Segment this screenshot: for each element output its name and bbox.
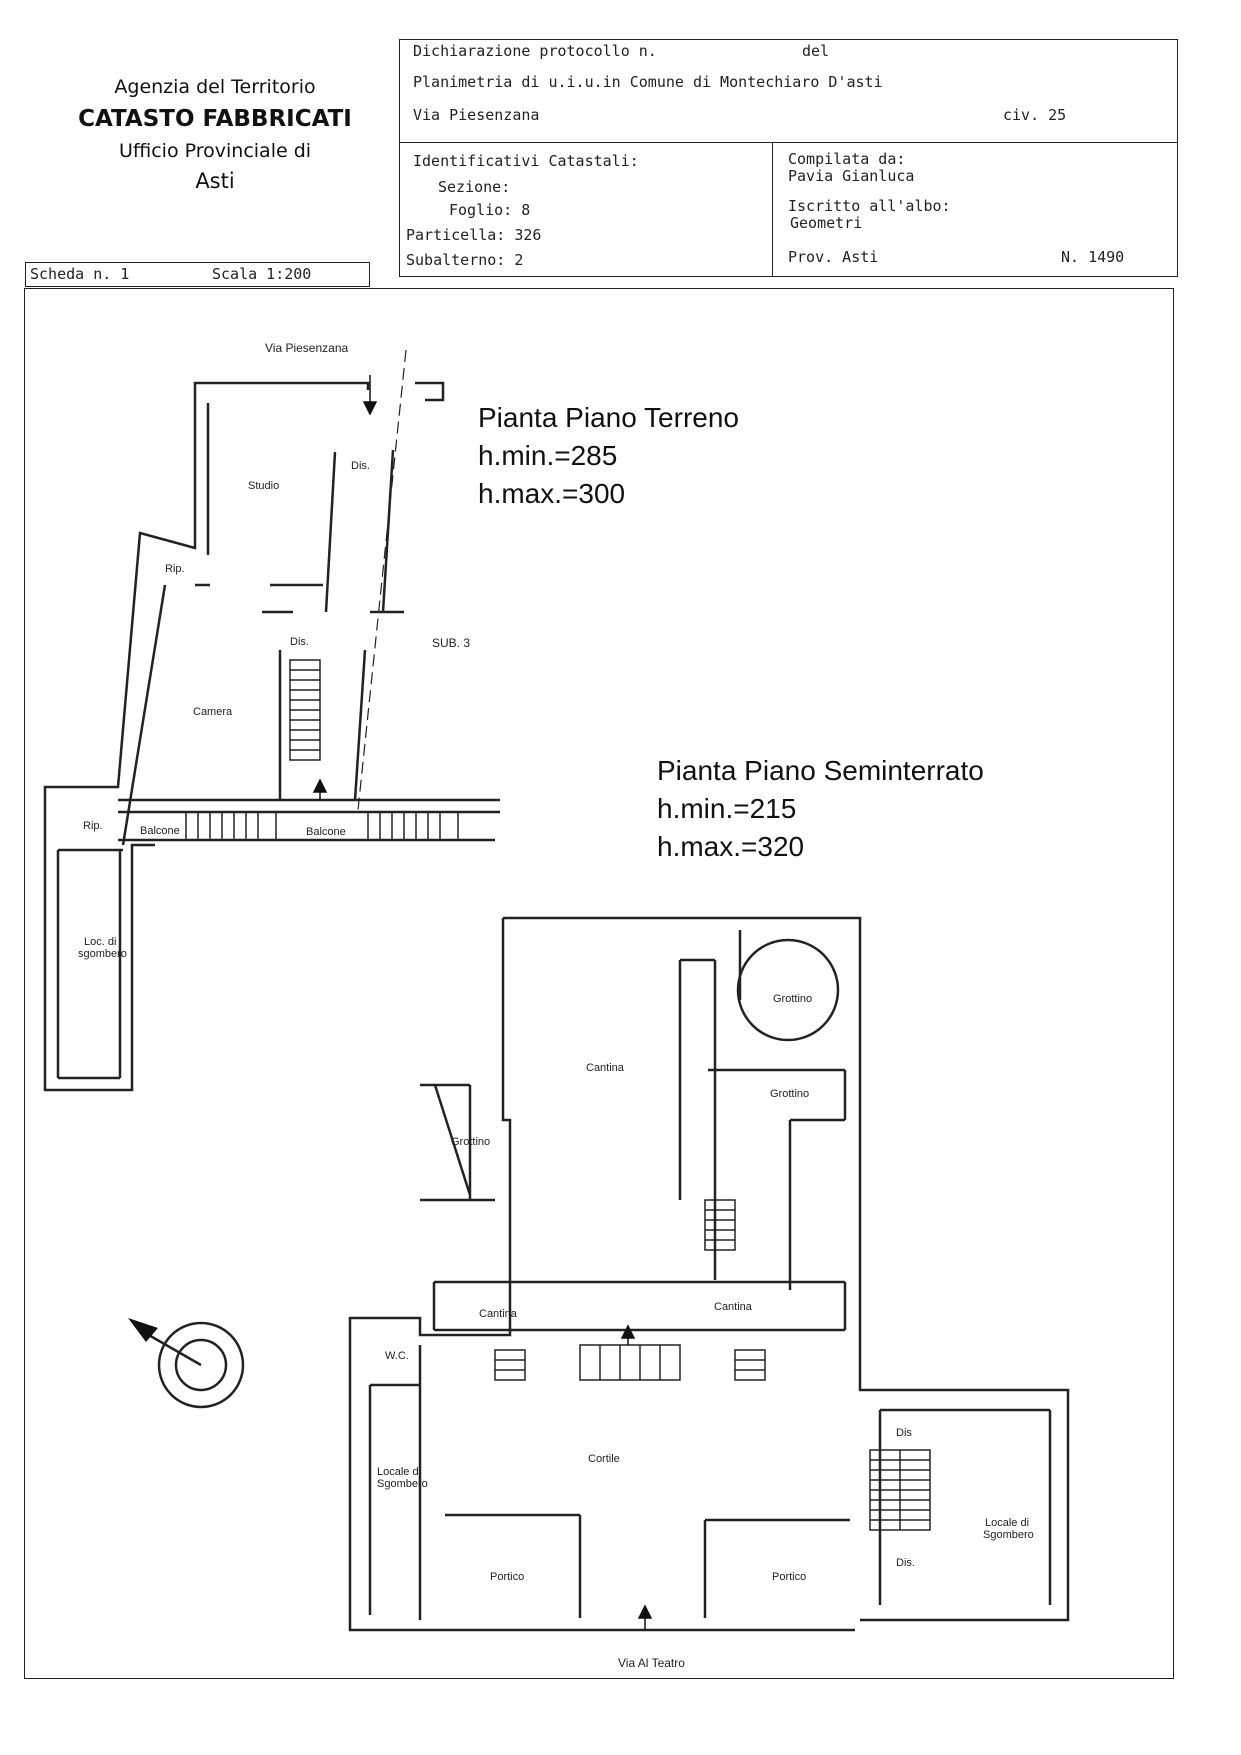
sezione-label: Sezione:	[438, 178, 511, 196]
header-table	[399, 39, 1178, 277]
street-top-label: Via Piesenzana	[265, 341, 349, 355]
ground-floor-hmax: h.max.=300	[478, 478, 626, 509]
sub-label: SUB. 3	[432, 636, 470, 650]
room-locale-left-line1: Locale di	[377, 1466, 421, 1478]
declaration-label: Dichiarazione protocollo n.	[413, 42, 657, 60]
ground-stairs	[289, 659, 321, 761]
room-wc: W.C.	[385, 1350, 409, 1362]
room-cortile: Cortile	[588, 1453, 620, 1465]
header-column-divider	[772, 142, 773, 277]
office-city: Asti	[195, 169, 235, 193]
ground-floor-title: Pianta Piano Terreno	[478, 402, 739, 433]
basement-title: Pianta Piano Seminterrato	[657, 755, 984, 786]
room-rip-1: Rip.	[165, 563, 185, 575]
room-dis-2: Dis.	[290, 636, 309, 648]
room-dis-top: Dis	[896, 1427, 912, 1439]
stair-arrow-head	[620, 1324, 636, 1339]
room-grottino-left: Grottino	[451, 1136, 490, 1148]
provincia-label: Prov. Asti	[788, 248, 879, 266]
subalterno-label: Subalterno: 2	[406, 251, 524, 269]
room-camera: Camera	[193, 706, 233, 718]
balcony-railings	[185, 811, 459, 841]
street-bottom-label: Via Al Teatro	[618, 1656, 685, 1670]
compilatore-name: Pavia Gianluca	[788, 167, 915, 185]
room-cantina-right: Cantina	[714, 1301, 753, 1313]
compilata-label: Compilata da:	[788, 150, 906, 168]
basement-hmax: h.max.=320	[657, 831, 805, 862]
office-name: Ufficio Provinciale di	[118, 140, 312, 162]
room-studio: Studio	[248, 480, 279, 492]
room-locale-line2: sgombero	[78, 948, 127, 960]
room-dis-1: Dis.	[351, 460, 370, 472]
entrance-arrow-head	[362, 401, 378, 416]
north-compass	[128, 1318, 245, 1409]
room-locale-right-line1: Locale di	[985, 1517, 1029, 1529]
room-locale-line1: Loc. di	[84, 936, 116, 948]
room-grottino-right: Grottino	[770, 1088, 809, 1100]
catasto-title: CATASTO FABBRICATI	[78, 106, 352, 132]
room-portico-left: Portico	[490, 1571, 524, 1583]
scheda-label: Scheda n. 1	[30, 265, 130, 283]
particella-label: Particella: 326	[406, 226, 542, 244]
room-cantina-left: Cantina	[479, 1308, 518, 1320]
basement-hmin: h.min.=215	[657, 793, 797, 824]
scheda-strip	[25, 262, 370, 287]
room-portico-right: Portico	[772, 1571, 806, 1583]
address-number: civ. 25	[1003, 106, 1067, 124]
registration-number: N. 1490	[1061, 248, 1125, 266]
room-cantina-main: Cantina	[586, 1062, 625, 1074]
iscritto-label: Iscritto all'albo:	[788, 197, 951, 215]
basement-plan	[348, 916, 1070, 1632]
address-street: Via Piesenzana	[413, 106, 540, 124]
room-grottino-round: Grottino	[773, 993, 812, 1005]
room-dis-bottom: Dis.	[896, 1557, 915, 1569]
room-balcone-1: Balcone	[140, 825, 180, 837]
header-divider	[399, 142, 1178, 143]
albo-name: Geometri	[790, 214, 863, 232]
planimetria-label: Planimetria di u.i.u.in Comune di Montec…	[413, 73, 883, 91]
declaration-del: del	[802, 42, 830, 60]
round-grottino	[736, 938, 840, 1042]
drawing-frame	[24, 288, 1174, 1679]
room-balcone-2: Balcone	[306, 826, 346, 838]
foglio-label: Foglio: 8	[449, 201, 531, 219]
agency-name: Agenzia del Territorio	[114, 76, 316, 98]
section-axis	[357, 349, 407, 811]
street-arrow-head	[637, 1604, 653, 1619]
identificativi-label: Identificativi Catastali:	[413, 152, 639, 170]
ground-floor-hmin: h.min.=285	[478, 440, 618, 471]
scala-label: Scala 1:200	[212, 265, 312, 283]
room-rip-2: Rip.	[83, 820, 103, 832]
room-locale-right-line2: Sgombero	[983, 1529, 1034, 1541]
balcony-arrow-head	[312, 778, 328, 793]
room-locale-left-line2: Sgombero	[377, 1478, 428, 1490]
basement-stairs	[494, 1199, 931, 1531]
